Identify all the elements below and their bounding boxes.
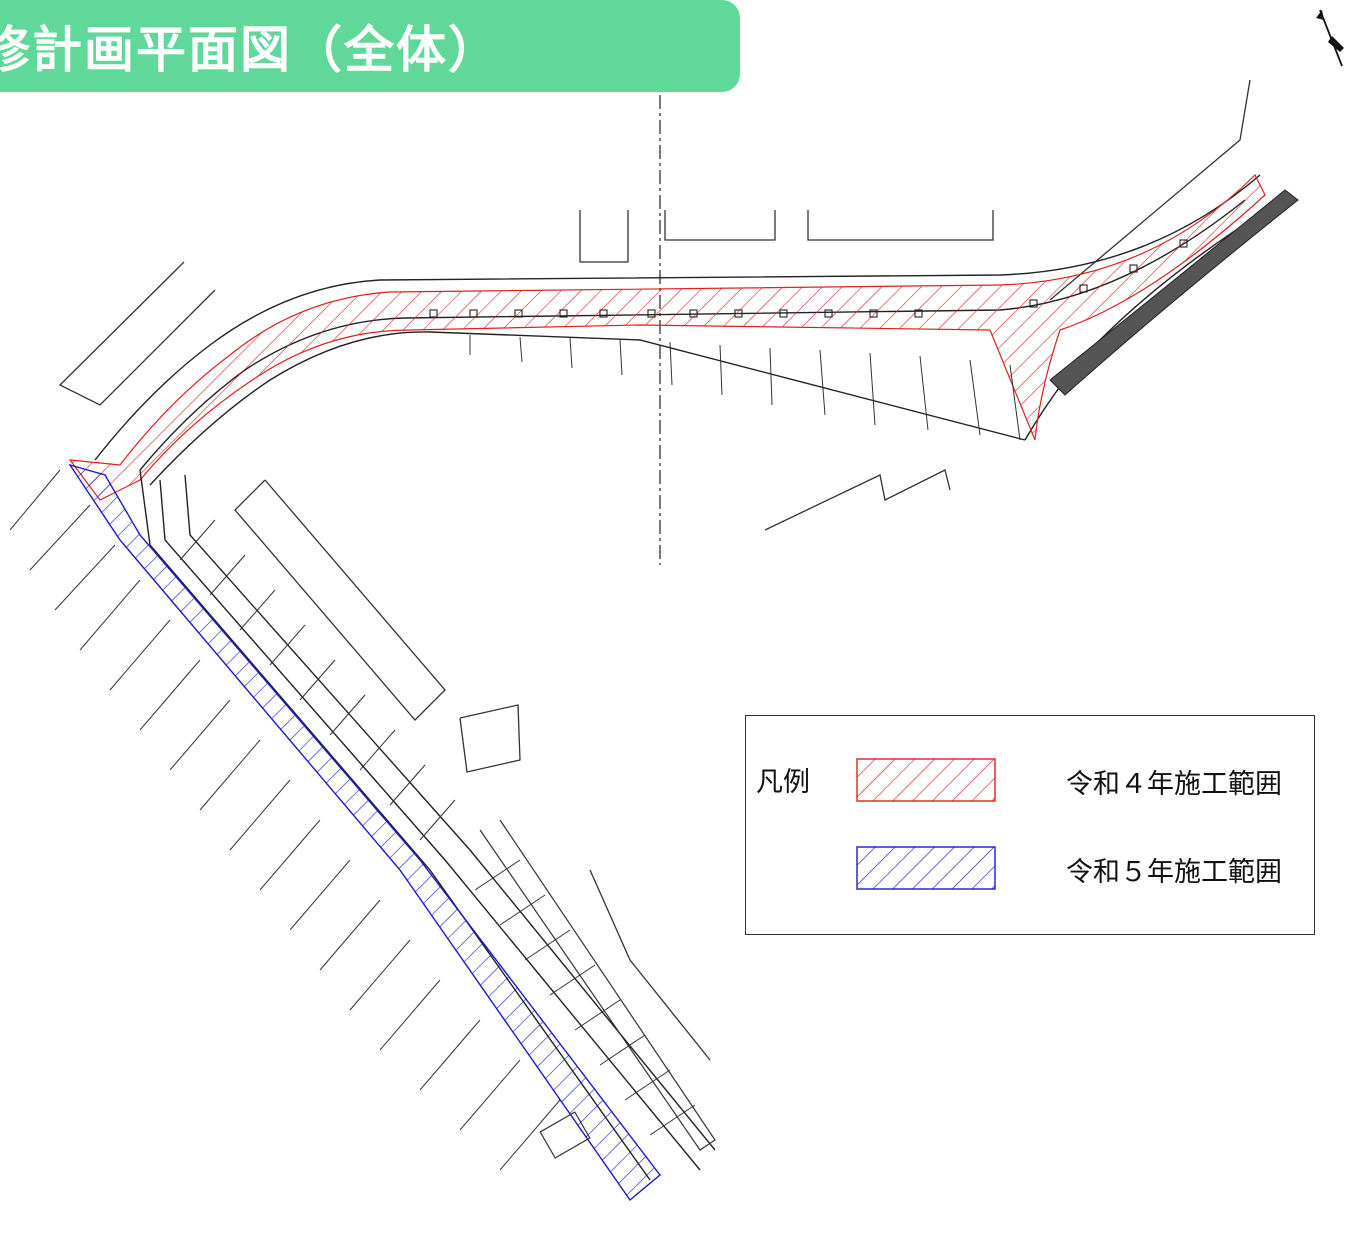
slope-lines-lower-right — [179, 519, 696, 1136]
legend-box: 凡例 令和４年施工範囲 令和５年施工範囲 — [745, 715, 1315, 935]
building-outlines — [58, 79, 1251, 1061]
legend-swatch-red — [856, 758, 996, 802]
legend-label-phase2: 令和５年施工範囲 — [1066, 857, 1282, 888]
legend-swatch-blue — [856, 846, 996, 890]
slope-lines-lower-left — [9, 469, 561, 1171]
road-fixtures — [429, 239, 1188, 318]
slope-lines-upper — [469, 335, 1021, 441]
embankment-right — [1049, 189, 1299, 396]
legend-item-phase2: 令和５年施工範囲 — [856, 844, 1296, 894]
north-arrow-icon — [1316, 9, 1344, 67]
phase2-area — [68, 463, 661, 1202]
legend-label-phase1: 令和４年施工範囲 — [1066, 769, 1282, 800]
title-banner: 修計画平面図（全体） — [0, 0, 740, 92]
legend-heading: 凡例 — [756, 767, 810, 798]
phase1-area — [68, 173, 1266, 501]
page-title: 修計画平面図（全体） — [0, 21, 500, 79]
legend-item-phase1: 令和４年施工範囲 — [856, 756, 1296, 806]
lower-right-outline — [479, 819, 716, 1151]
lower-building — [539, 1111, 591, 1159]
